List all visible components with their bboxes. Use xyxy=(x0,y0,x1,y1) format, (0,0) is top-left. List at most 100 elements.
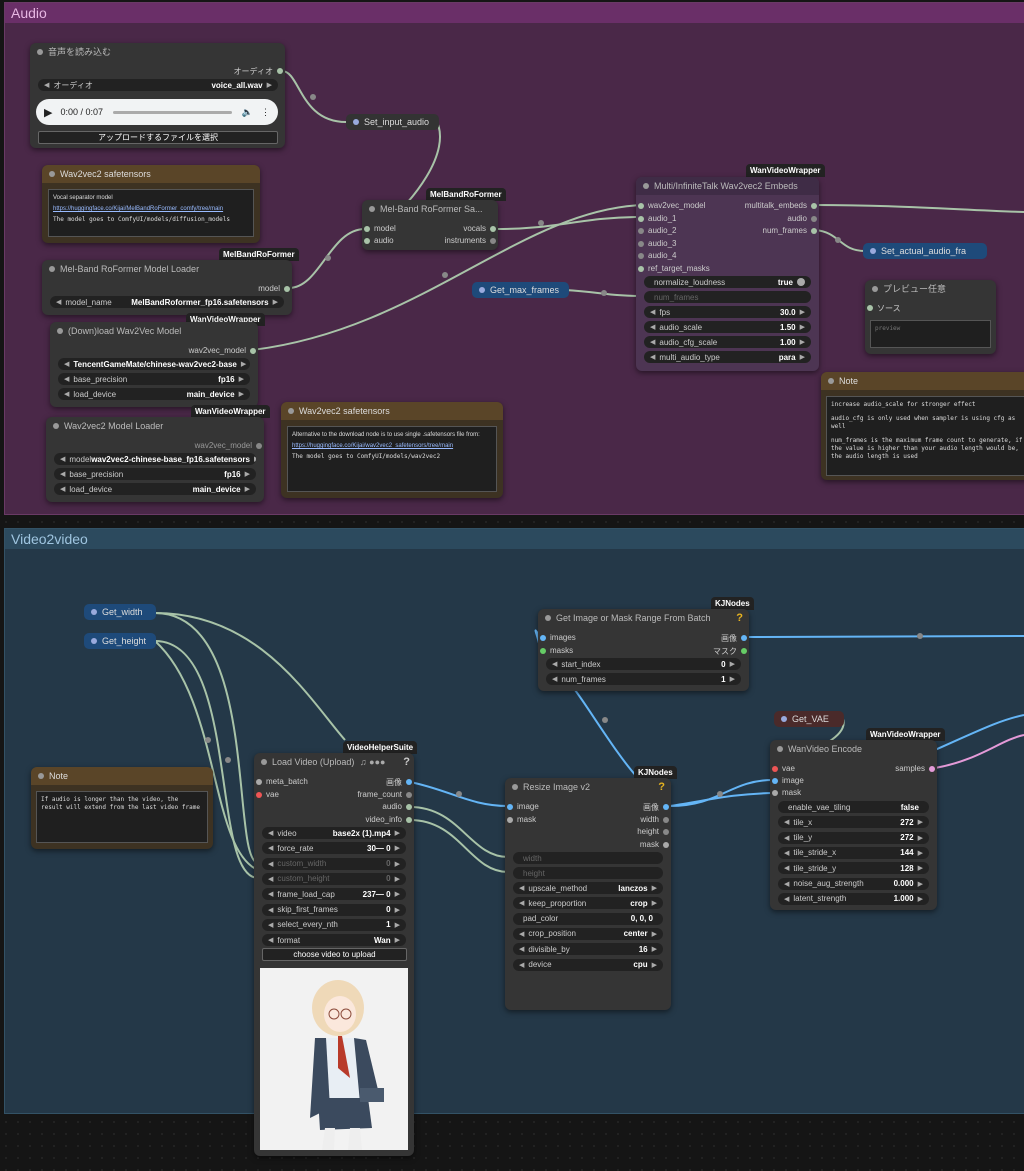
output-dot[interactable] xyxy=(811,203,817,209)
output-dot[interactable] xyxy=(663,816,669,823)
audio-player[interactable]: ▶ 0:00 / 0:07 🔈 ⋮ xyxy=(36,99,278,125)
arrow-left-icon[interactable]: ◀ xyxy=(784,865,790,873)
arrow-right-icon[interactable]: ▶ xyxy=(799,324,805,331)
arrow-right-icon[interactable]: ▶ xyxy=(394,830,400,837)
arrow-left-icon[interactable]: ◀ xyxy=(519,885,525,892)
arrow-right-icon[interactable]: ▶ xyxy=(244,471,250,478)
input-dot[interactable] xyxy=(867,305,873,311)
preview-node[interactable]: プレビュー任意 ソース preview xyxy=(865,280,996,354)
wav2vec-loader-title[interactable]: Wav2vec2 Model Loader xyxy=(46,417,264,435)
arrow-left-icon[interactable]: ◀ xyxy=(784,849,790,857)
get-vae-node[interactable]: Get_VAE xyxy=(774,711,844,727)
output-dot[interactable] xyxy=(490,226,496,232)
output-mask[interactable]: マスク xyxy=(713,646,749,657)
load-video-output[interactable]: 画像 xyxy=(386,777,414,788)
arrow-right-icon[interactable]: ▶ xyxy=(917,849,923,857)
resize-output[interactable]: width xyxy=(640,815,671,824)
arrow-right-icon[interactable]: ▶ xyxy=(917,880,923,888)
resize-output[interactable]: 画像 xyxy=(643,802,671,813)
multitalk-input[interactable]: audio_2 xyxy=(636,226,676,235)
multitalk-input[interactable]: audio_1 xyxy=(636,214,676,223)
output-image[interactable]: 画像 xyxy=(721,633,749,644)
arrow-left-icon[interactable]: ◀ xyxy=(650,354,656,361)
output-dot[interactable] xyxy=(663,841,669,848)
preview-title[interactable]: プレビュー任意 xyxy=(865,280,996,298)
audio-scale-input[interactable]: ◀ audio_scale 1.50 ▶ xyxy=(644,321,811,333)
arrow-right-icon[interactable]: ▶ xyxy=(266,82,272,89)
input-dot[interactable] xyxy=(256,792,262,798)
output-dot[interactable] xyxy=(406,779,412,785)
get-width-node[interactable]: Get_width xyxy=(84,604,156,620)
arrow-right-icon[interactable]: ▶ xyxy=(799,309,805,316)
output-dot[interactable] xyxy=(406,791,412,798)
arrow-right-icon[interactable]: ▶ xyxy=(272,299,278,306)
arrow-left-icon[interactable]: ◀ xyxy=(268,875,274,883)
num-frames-input[interactable]: num_frames xyxy=(644,291,811,303)
input-audio[interactable]: audio xyxy=(362,236,394,245)
arrow-left-icon[interactable]: ◀ xyxy=(519,961,525,969)
multitalk-input[interactable]: audio_3 xyxy=(636,239,676,248)
multitalk-title[interactable]: Multi/InfiniteTalk Wav2vec2 Embeds xyxy=(636,177,819,195)
load-audio-title[interactable]: 音声を読み込む xyxy=(30,43,285,61)
arrow-left-icon[interactable]: ◀ xyxy=(650,324,656,331)
output-dot[interactable] xyxy=(929,766,935,772)
preview-input[interactable]: ソース xyxy=(865,303,901,314)
width-input[interactable]: width xyxy=(513,852,663,864)
arrow-right-icon[interactable]: ▶ xyxy=(394,906,400,914)
output-vocals[interactable]: vocals xyxy=(463,224,498,233)
help-icon[interactable]: ? xyxy=(403,756,410,768)
arrow-right-icon[interactable]: ▶ xyxy=(651,900,657,908)
arrow-right-icon[interactable]: ▶ xyxy=(917,819,923,827)
arrow-left-icon[interactable]: ◀ xyxy=(268,830,274,837)
wav2vec-loader-output[interactable]: wav2vec_model xyxy=(195,441,264,450)
input-mask[interactable]: mask xyxy=(505,815,536,824)
input-mask[interactable]: mask xyxy=(770,788,801,797)
multitalk-output[interactable]: num_frames xyxy=(763,226,819,235)
volume-icon[interactable]: 🔈 xyxy=(241,106,253,117)
note-video-title[interactable]: Note xyxy=(31,767,213,785)
melband-sampler-title[interactable]: Mel-Band RoFormer Sa... xyxy=(362,200,498,218)
upload-button[interactable]: アップロードするファイルを選択 xyxy=(38,131,278,144)
base-precision-select[interactable]: ◀ base_precision fp16 ▶ xyxy=(54,468,256,480)
arrow-right-icon[interactable]: ▶ xyxy=(799,339,805,346)
help-icon[interactable]: ? xyxy=(658,781,665,793)
arrow-left-icon[interactable]: ◀ xyxy=(650,339,656,346)
arrow-right-icon[interactable]: ▶ xyxy=(394,875,400,883)
audio-file-select[interactable]: ◀ オーディオ voice_all.wav ▶ xyxy=(38,79,278,91)
multitalk-input[interactable]: ref_target_masks xyxy=(636,264,710,273)
output-dot[interactable] xyxy=(490,238,496,244)
input-images[interactable]: images xyxy=(538,633,576,642)
progress-track[interactable] xyxy=(113,110,232,114)
base-precision-select[interactable]: ◀ base_precision fp16 ▶ xyxy=(58,373,250,385)
input-dot[interactable] xyxy=(772,766,778,772)
arrow-left-icon[interactable]: ◀ xyxy=(552,676,558,683)
wav2vec-model-file-select[interactable]: ◀ model wav2vec2-chinese-base_fp16.safet… xyxy=(54,453,256,465)
fps-input[interactable]: ◀ fps 30.0 ▶ xyxy=(644,306,811,318)
load-video-node[interactable]: Load Video (Upload) ♫ ●●● ? meta_batch v… xyxy=(254,753,414,1156)
arrow-left-icon[interactable]: ◀ xyxy=(268,937,274,945)
output-dot[interactable] xyxy=(663,829,669,835)
set-input-audio-node[interactable]: Set_input_audio xyxy=(346,114,440,130)
output-dot[interactable] xyxy=(256,443,262,449)
output-dot[interactable] xyxy=(741,635,747,641)
input-image[interactable]: image xyxy=(770,776,804,785)
input-dot[interactable] xyxy=(507,817,513,823)
multitalk-input[interactable]: wav2vec_model xyxy=(636,201,705,210)
output-dot[interactable] xyxy=(250,348,256,354)
multi-audio-type-select[interactable]: ◀ multi_audio_type para ▶ xyxy=(644,351,811,363)
load-device-select[interactable]: ◀ load_device main_device ▶ xyxy=(58,388,250,400)
arrow-left-icon[interactable]: ◀ xyxy=(268,860,274,868)
arrow-right-icon[interactable]: ▶ xyxy=(394,937,400,945)
load-device-select[interactable]: ◀ load_device main_device ▶ xyxy=(54,483,256,495)
